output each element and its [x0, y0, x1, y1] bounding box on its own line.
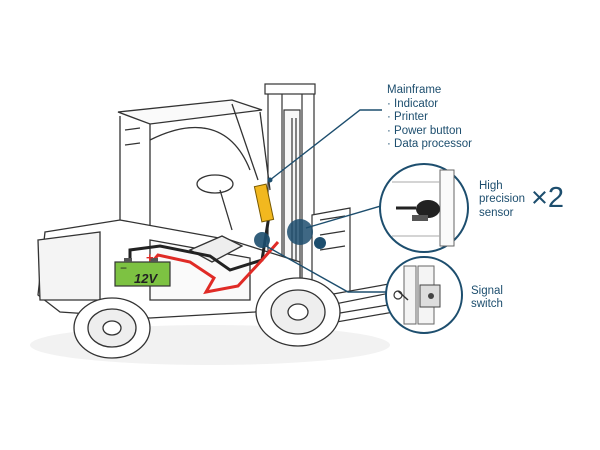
battery-minus: −: [120, 261, 127, 275]
battery-plus: +: [146, 250, 154, 265]
sensor-label-line: precision: [479, 193, 526, 206]
switch-label-line: switch: [471, 298, 503, 311]
mainframe-item: Data processor: [387, 138, 472, 152]
sensor-label-line: High: [479, 180, 503, 192]
sensor-label-line: sensor: [479, 206, 514, 219]
battery: − + 12V: [114, 250, 171, 287]
sensor-label: High precision sensor: [479, 180, 525, 220]
mainframe-unit: [253, 183, 275, 223]
switch-label-line: Signal: [471, 285, 503, 297]
front-wheel: [255, 277, 341, 347]
red-wire: [150, 241, 280, 295]
mainframe-items: Indicator Printer Power button Data proc…: [387, 98, 472, 152]
sensor-multiplier: ×2: [531, 182, 565, 214]
mainframe-label: Mainframe Indicator Printer Power button…: [387, 84, 472, 152]
rear-wheel: [73, 297, 151, 359]
mainframe-title: Mainframe: [387, 84, 442, 96]
switch-callout: [385, 256, 463, 334]
mainframe-item: Indicator: [387, 98, 472, 112]
sensor-marker-large: [287, 219, 313, 245]
signal-switch-label: Signal switch: [471, 285, 503, 312]
switch-marker: [254, 232, 270, 248]
black-wire: [128, 209, 272, 272]
sensor-callout: [379, 163, 469, 253]
overhead-guard: [117, 99, 271, 250]
battery-voltage: 12V: [134, 271, 158, 286]
mainframe-item: Printer: [387, 111, 472, 125]
sensor-marker-small: [314, 237, 326, 249]
mainframe-item: Power button: [387, 125, 472, 139]
leader-lines: [265, 109, 390, 293]
